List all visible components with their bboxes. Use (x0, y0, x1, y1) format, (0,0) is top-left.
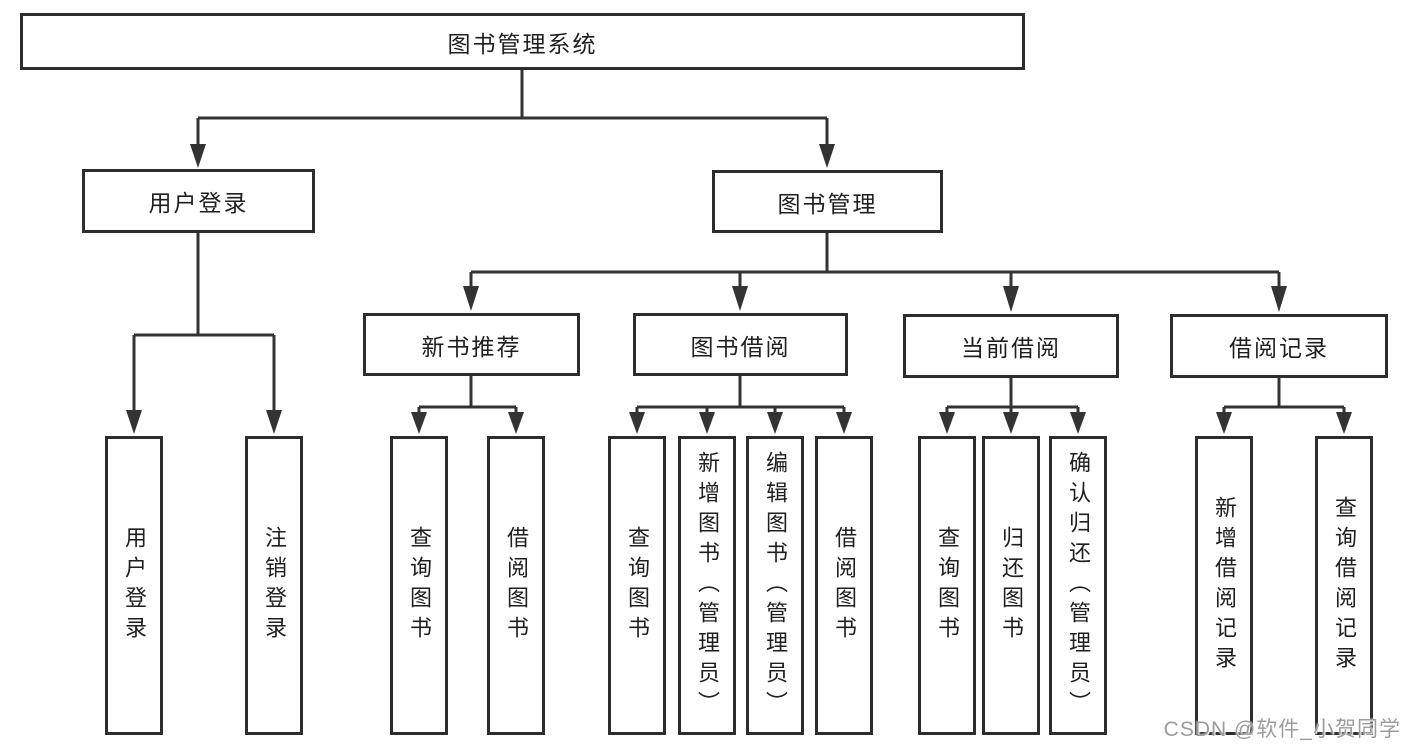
leaf-nbr-borrow-book-label: 借阅图书 (504, 525, 529, 646)
leaf-cb-return-book-label: 归还图书 (999, 525, 1024, 646)
leaf-br-add-record: 新增借阅记录 (1195, 436, 1253, 735)
node-borrowing-records: 借阅记录 (1170, 314, 1388, 378)
leaf-bb-edit-book-admin: 编辑图书（管理员） (746, 436, 804, 735)
leaf-nbr-borrow-book: 借阅图书 (487, 436, 545, 735)
csdn-watermark: CSDN @软件_小贺同学 (1163, 718, 1401, 741)
leaf-bb-add-book-admin-label: 新增图书（管理员） (695, 450, 720, 721)
leaf-cb-return-book: 归还图书 (982, 436, 1040, 735)
leaf-logout: 注销登录 (245, 436, 303, 735)
connector-book-mgmt-children (463, 233, 1287, 312)
leaf-cb-query-book-label: 查询图书 (935, 525, 960, 646)
leaf-br-query-record: 查询借阅记录 (1315, 436, 1373, 735)
leaf-user-login-label: 用户登录 (122, 525, 147, 646)
node-user-login: 用户登录 (82, 169, 315, 233)
leaf-logout-label: 注销登录 (262, 525, 287, 646)
node-new-book-recommendation: 新书推荐 (363, 313, 580, 376)
leaf-cb-confirm-return-admin: 确认归还（管理员） (1049, 436, 1107, 735)
leaf-bb-add-book-admin: 新增图书（管理员） (678, 436, 736, 735)
node-current-borrowing: 当前借阅 (903, 314, 1119, 378)
connector-current-borrow-children (939, 378, 1086, 434)
leaf-nbr-query-book-label: 查询图书 (407, 525, 432, 646)
leaf-bb-query-book-label: 查询图书 (625, 525, 650, 646)
connector-root-to-level2 (190, 70, 835, 168)
leaf-br-query-record-label: 查询借阅记录 (1332, 495, 1357, 676)
leaf-cb-query-book: 查询图书 (918, 436, 976, 735)
leaf-nbr-query-book: 查询图书 (390, 436, 448, 735)
leaf-bb-borrow-book-label: 借阅图书 (832, 525, 857, 646)
leaf-bb-query-book: 查询图书 (608, 436, 666, 735)
leaf-bb-edit-book-admin-label: 编辑图书（管理员） (763, 450, 788, 721)
node-book-management: 图书管理 (712, 170, 943, 233)
leaf-cb-confirm-return-admin-label: 确认归还（管理员） (1066, 450, 1091, 721)
node-root-library-system: 图书管理系统 (20, 13, 1025, 70)
connector-borrow-records-children (1216, 378, 1352, 434)
node-book-borrowing: 图书借阅 (633, 313, 848, 376)
leaf-bb-borrow-book: 借阅图书 (815, 436, 873, 735)
leaf-br-add-record-label: 新增借阅记录 (1212, 495, 1237, 676)
connector-new-book-rec-children (411, 376, 524, 434)
leaf-user-login: 用户登录 (105, 436, 163, 735)
connector-book-borrow-children (629, 376, 852, 434)
connector-user-login-children (126, 233, 282, 434)
